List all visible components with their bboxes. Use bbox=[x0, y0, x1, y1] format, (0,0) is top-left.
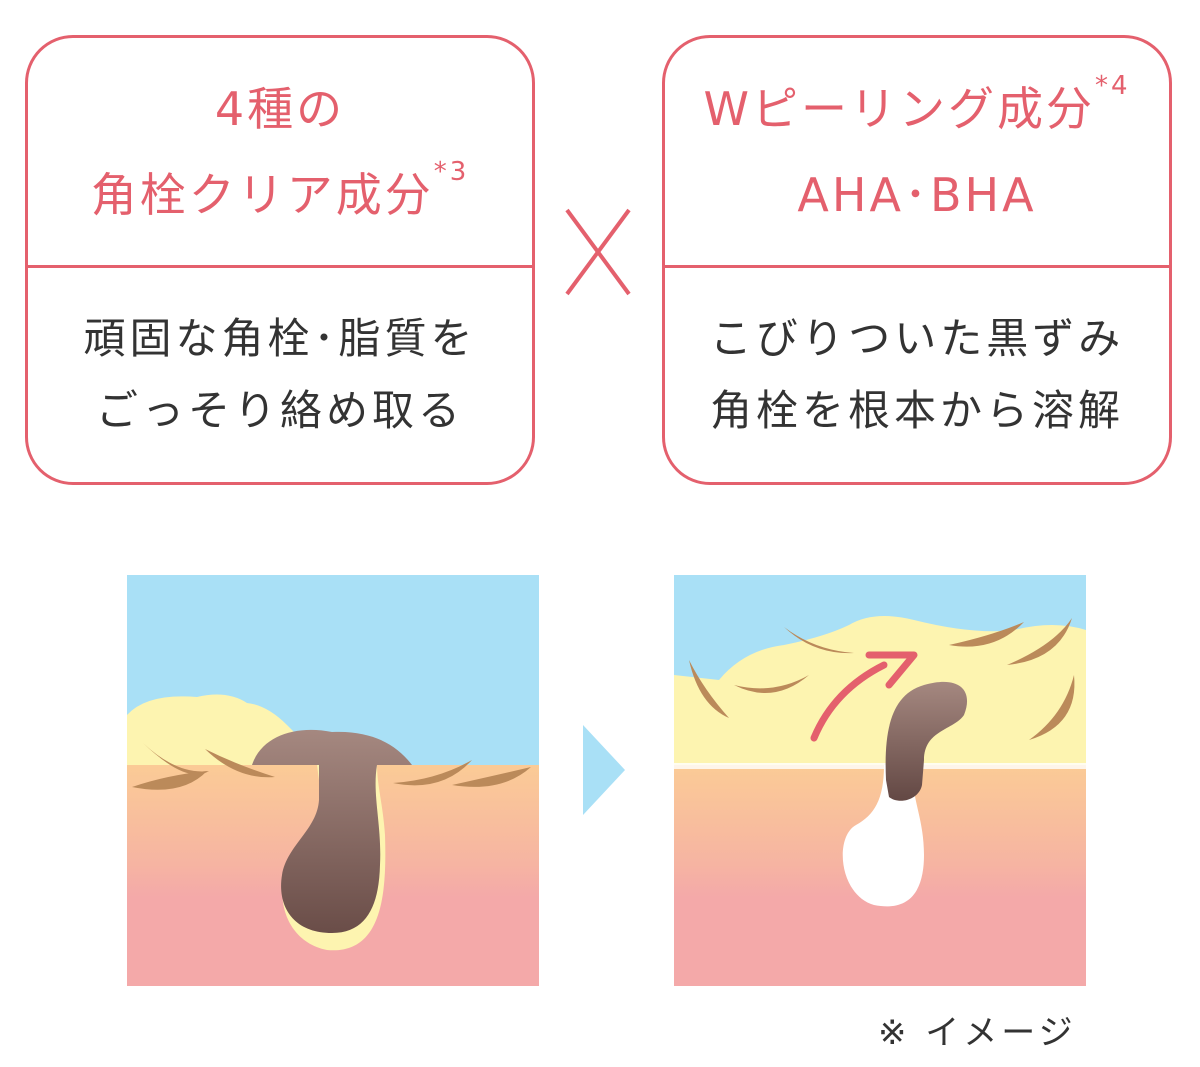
ingredient-card-left: 4種の 角栓クリア成分*3 頑固な角栓･脂質を ごっそり絡め取る bbox=[25, 35, 535, 485]
title-line-2: 角栓クリア成分 bbox=[90, 167, 434, 222]
title-line-2: AHA･BHA bbox=[797, 167, 1037, 222]
multiply-icon: × bbox=[565, 208, 631, 296]
skin-flakes bbox=[132, 743, 531, 790]
image-disclaimer: ※ イメージ bbox=[878, 1013, 1077, 1053]
clogged-pore-plug bbox=[252, 729, 412, 933]
ingredient-card-right: Wピーリング成分*4 AHA･BHA こびりついた黒ずみ 角栓を根本から溶解 bbox=[662, 35, 1172, 485]
description-line-1: こびりついた黒ずみ bbox=[709, 314, 1125, 363]
card-description: 頑固な角栓･脂質を ごっそり絡め取る bbox=[28, 268, 532, 482]
pore-before-illustration bbox=[127, 575, 539, 986]
sebum-layer bbox=[674, 616, 1086, 765]
description-line-2: ごっそり絡め取る bbox=[95, 386, 464, 435]
description-line-1: 頑固な角栓･脂質を bbox=[83, 314, 477, 363]
description-line-2: 角栓を根本から溶解 bbox=[709, 386, 1124, 435]
lift-arrow-icon bbox=[810, 661, 888, 742]
card-title: Wピーリング成分*4 AHA･BHA bbox=[665, 38, 1169, 268]
pore-after-illustration bbox=[674, 575, 1086, 986]
title-line-1: Wピーリング成分 bbox=[703, 81, 1095, 136]
dissolving-plug bbox=[885, 681, 968, 801]
card-description: こびりついた黒ずみ 角栓を根本から溶解 bbox=[665, 268, 1169, 482]
footnote-marker: *3 bbox=[433, 156, 470, 187]
skin-flakes bbox=[689, 618, 1075, 740]
title-line-1: 4種の bbox=[214, 81, 346, 136]
arrow-right-icon bbox=[583, 725, 625, 815]
footnote-marker: *4 bbox=[1094, 70, 1131, 101]
card-title: 4種の 角栓クリア成分*3 bbox=[28, 38, 532, 268]
